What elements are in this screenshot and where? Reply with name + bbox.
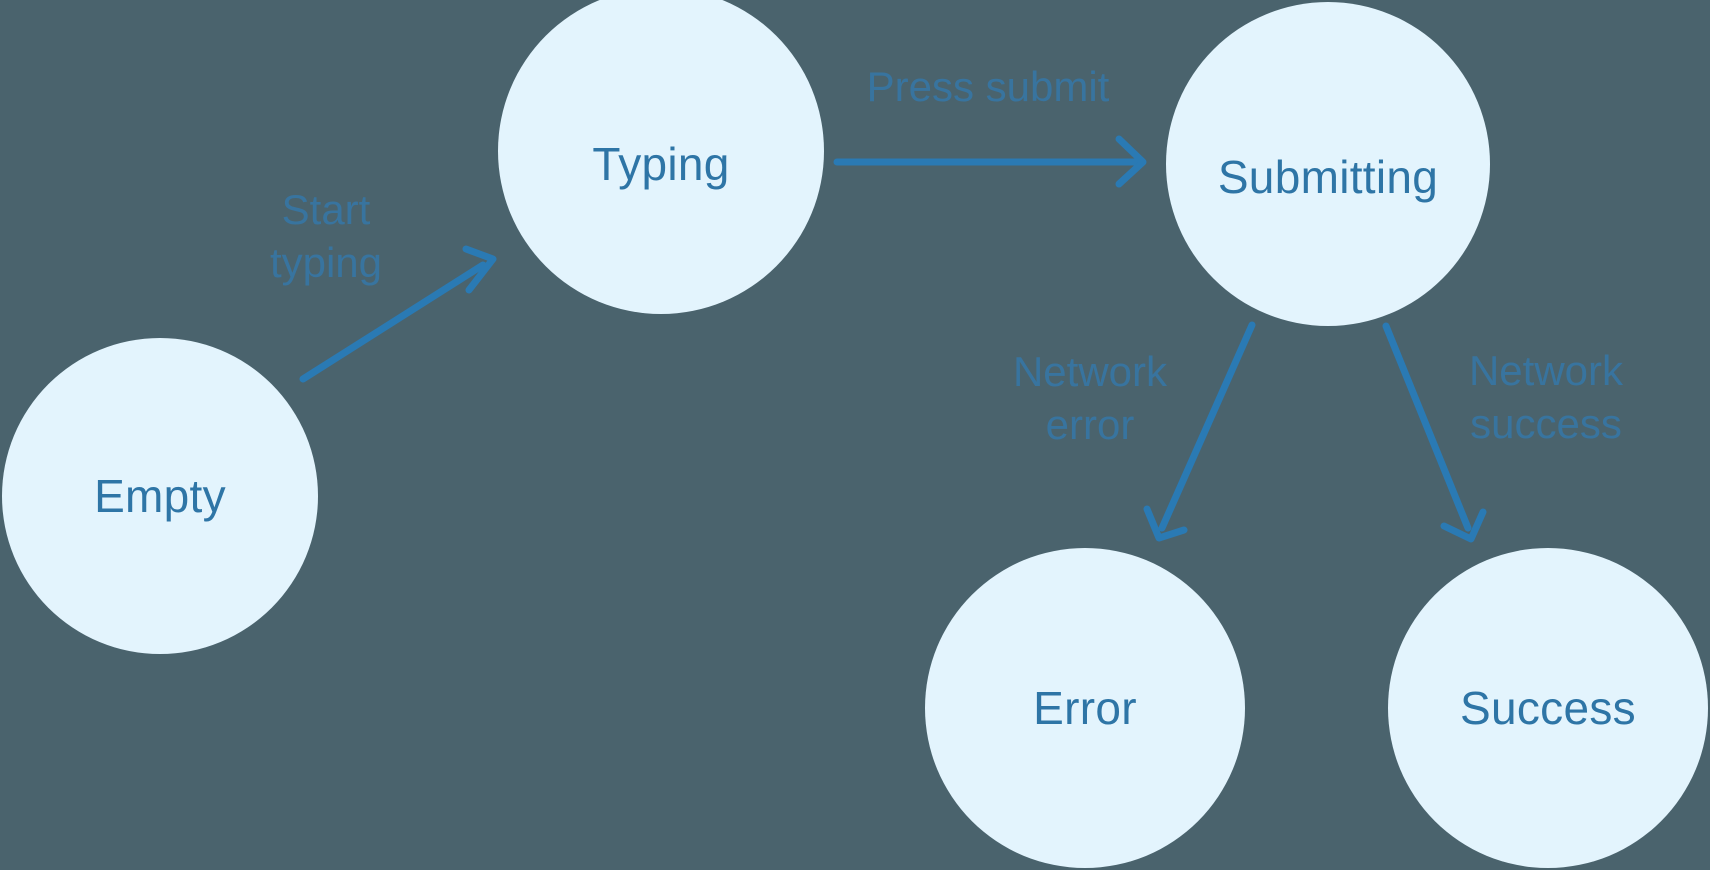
edge-label-press-submit: Press submit	[866, 63, 1110, 110]
edge-label-network-error: Network error	[1012, 348, 1168, 448]
state-node-label-empty: Empty	[94, 470, 226, 522]
state-node-typing: Typing	[498, 0, 824, 314]
state-node-label-error: Error	[1033, 682, 1137, 734]
edge-label-start-typing: Start typing	[269, 186, 383, 286]
state-node-submitting: Submitting	[1166, 2, 1490, 326]
state-node-label-success: Success	[1460, 682, 1636, 734]
state-node-error: Error	[925, 548, 1245, 868]
state-node-empty: Empty	[2, 338, 318, 654]
state-node-label-typing: Typing	[592, 138, 730, 190]
arrow-typing-to-submitting	[833, 135, 1147, 188]
edge-label-network-success: Network success	[1468, 347, 1624, 447]
state-node-label-submitting: Submitting	[1217, 151, 1439, 203]
state-node-success: Success	[1388, 548, 1708, 868]
